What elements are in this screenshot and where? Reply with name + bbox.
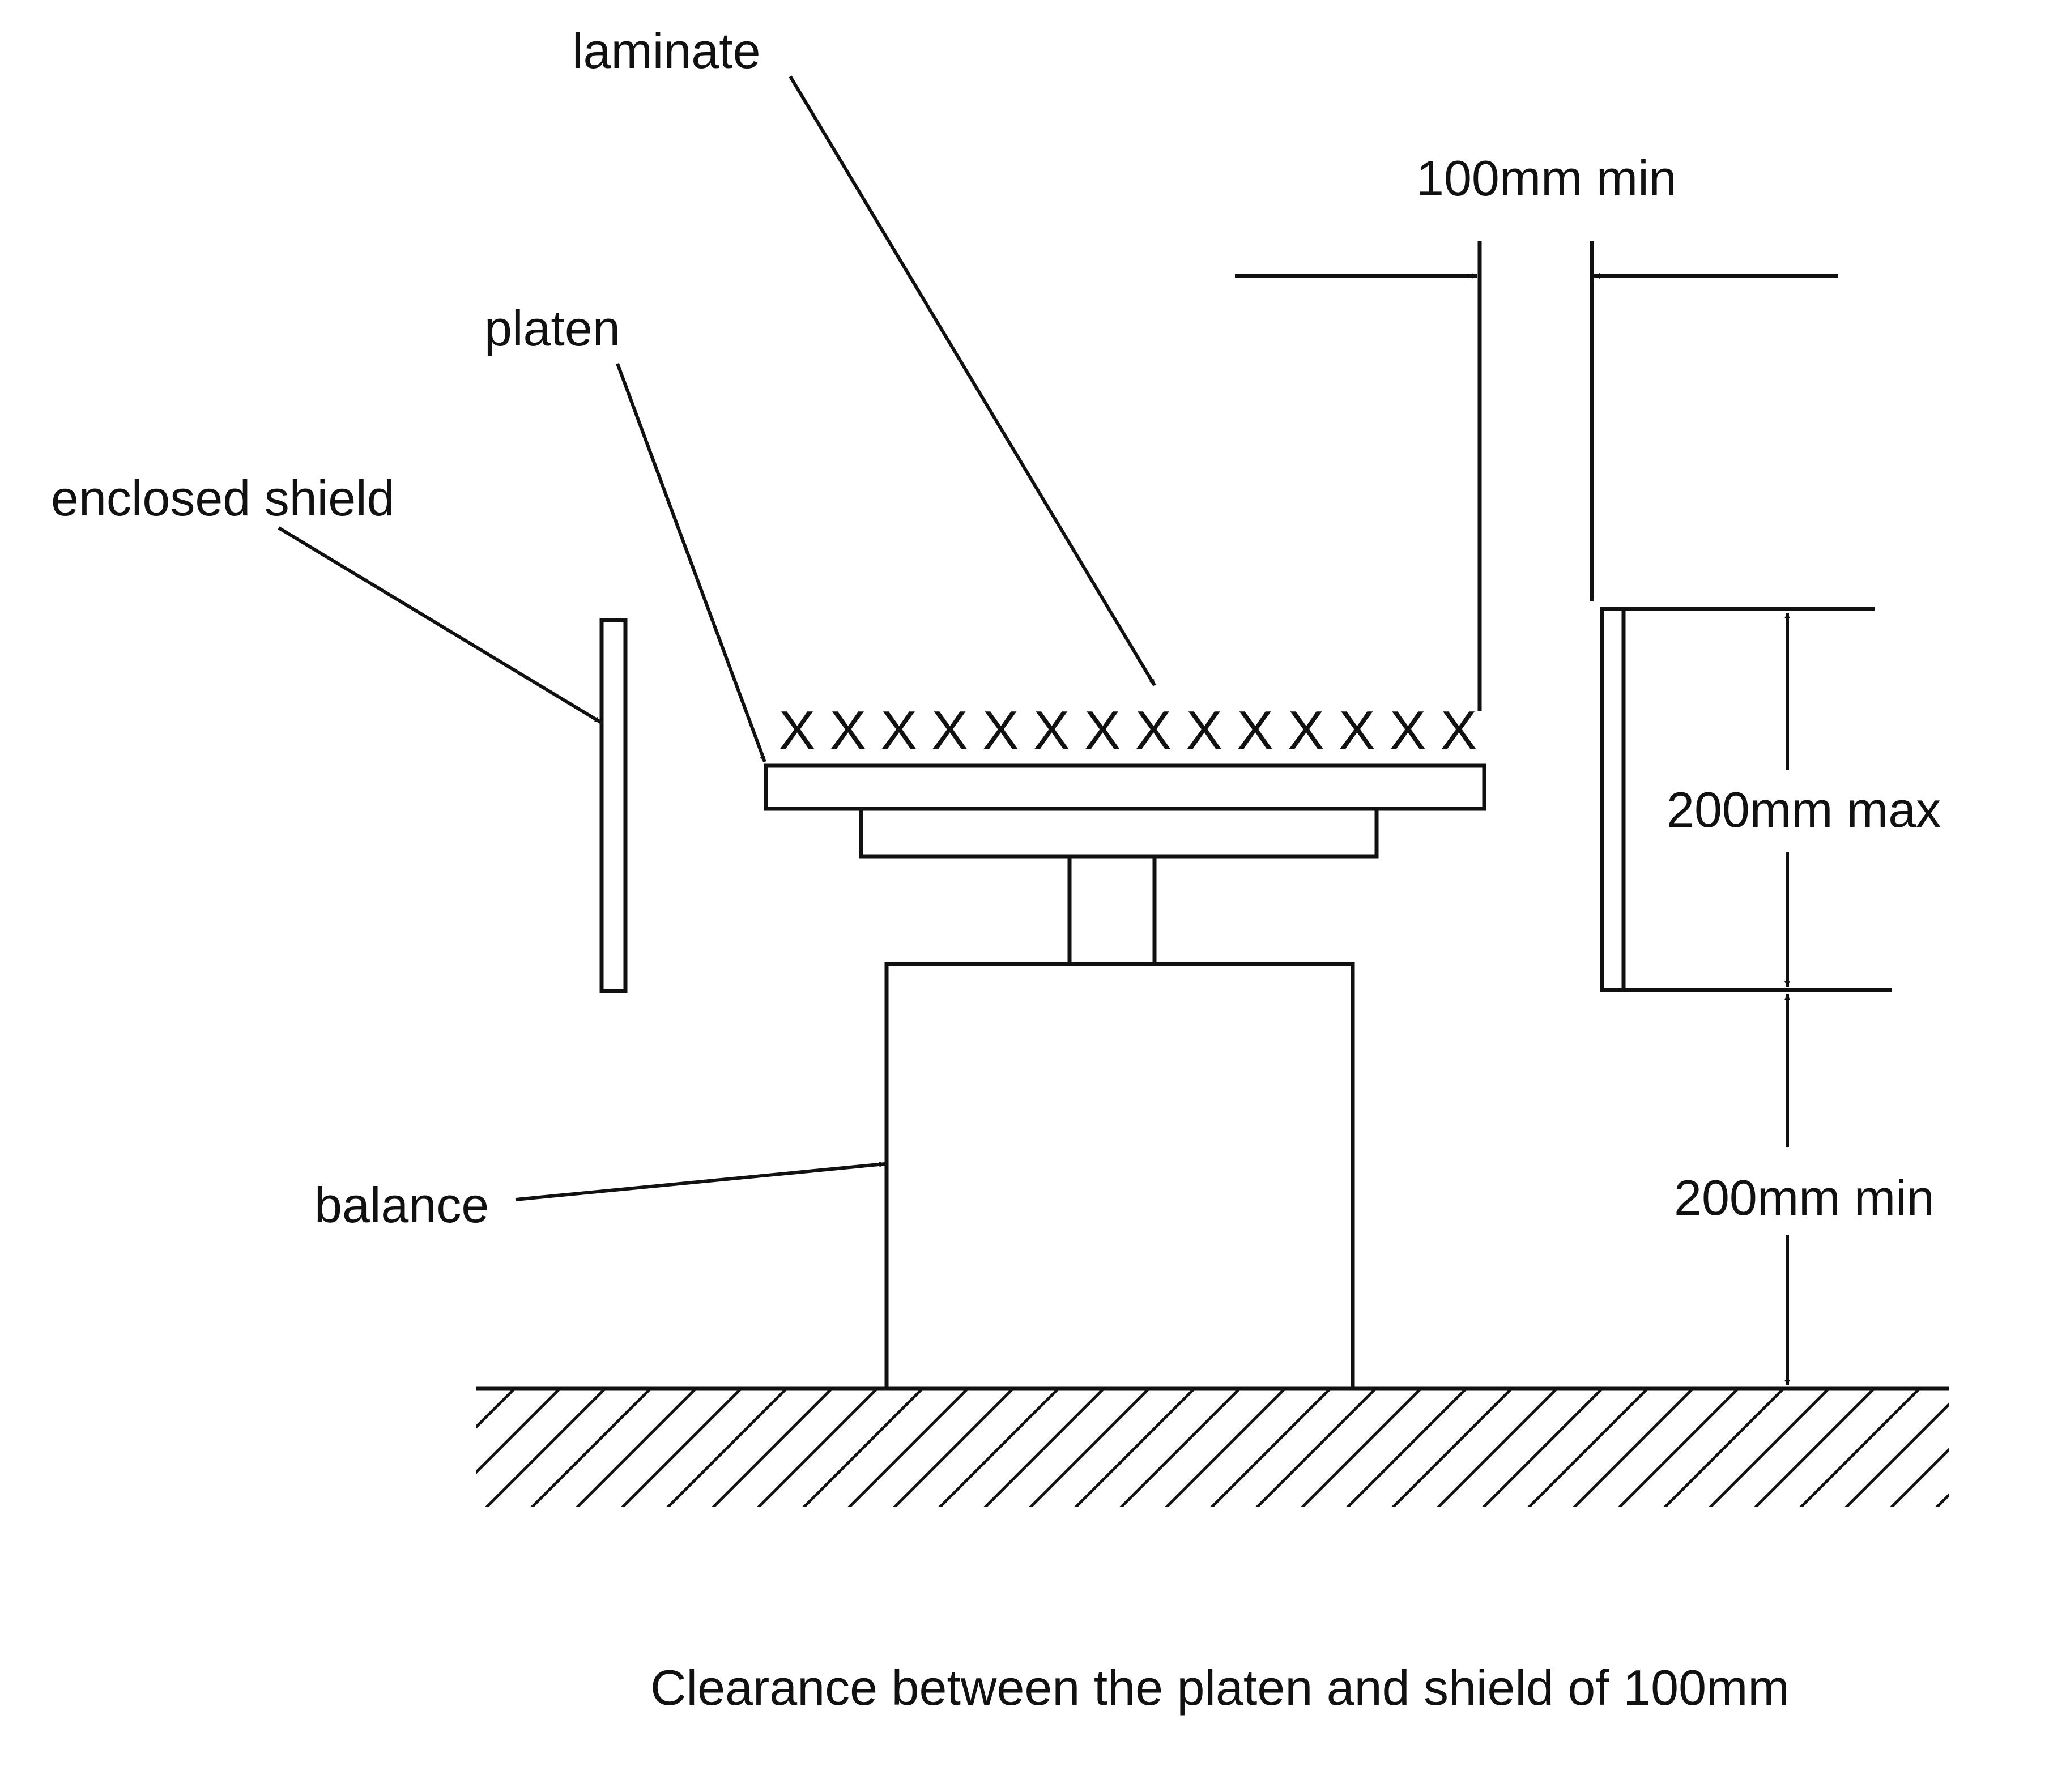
label-shield-height: 200mm max <box>1667 782 1941 838</box>
diagram-caption: Clearance between the platen and shield … <box>650 1659 1790 1716</box>
label-laminate: laminate <box>572 23 761 79</box>
label-balance: balance <box>314 1177 489 1233</box>
floor-ground <box>476 1386 1949 1507</box>
clearance-extension-lines <box>1477 241 1594 711</box>
balance-leader <box>515 1161 885 1201</box>
laminate-leader <box>789 75 1156 686</box>
balance-body <box>884 962 1355 1391</box>
balance-stem <box>1067 854 1157 966</box>
label-platen: platen <box>484 300 620 356</box>
shield-dimension-lines <box>1624 607 1892 992</box>
platen <box>764 763 1486 811</box>
enclosed-shield-left <box>599 618 628 993</box>
enclosed-shield-right <box>1600 607 1626 992</box>
platen-support <box>859 807 1379 859</box>
shield-leader <box>278 526 602 724</box>
platen-leader <box>616 362 766 763</box>
label-enclosed-shield: enclosed shield <box>51 470 395 526</box>
label-shield-elevation: 200mm min <box>1674 1170 1935 1226</box>
laminate-marks: XXXXXXXXXXXXXX <box>779 700 1481 761</box>
label-clearance-top: 100mm min <box>1416 150 1677 206</box>
